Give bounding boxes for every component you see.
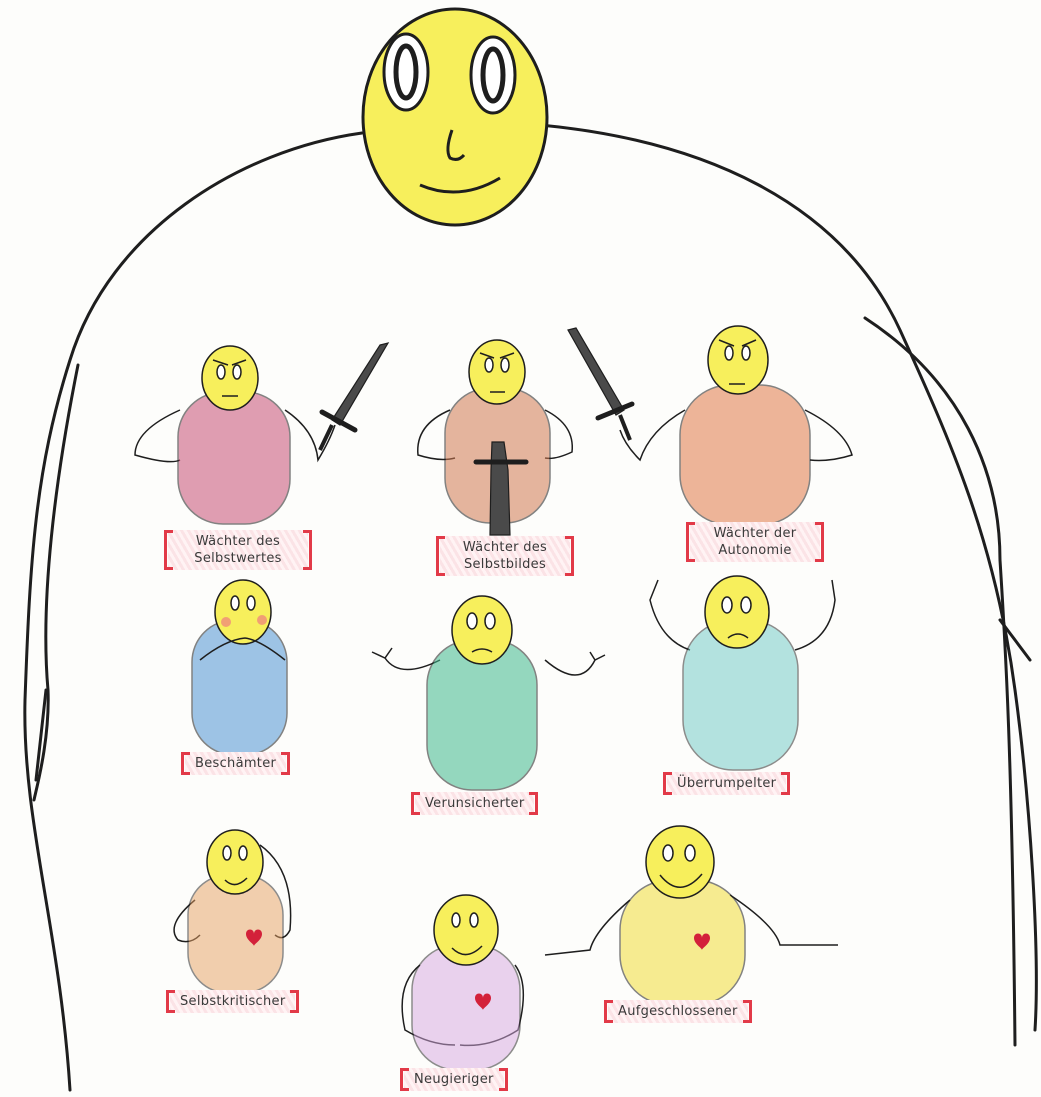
figure-waechter-autonomie	[568, 326, 852, 525]
label-waechter-autonomie: Wächter der Autonomie	[690, 522, 820, 562]
figure-selbstkritischer	[174, 830, 291, 993]
figure-beschaemter	[192, 580, 287, 755]
figure-aufgeschlossener	[545, 826, 838, 1005]
sword-icon	[320, 343, 388, 450]
outer-arm-right	[865, 318, 1015, 1045]
outer-body-outline-right	[540, 125, 1036, 1030]
label-waechter-selbstbild: Wächter des Selbstbildes	[440, 536, 570, 576]
label-ueberrumpelter: Überrumpelter	[667, 772, 786, 795]
outer-person	[25, 125, 1036, 1090]
sword-icon	[568, 328, 632, 440]
outer-head	[363, 9, 547, 225]
figure-verunsicherter	[372, 596, 605, 790]
label-selbstkritischer: Selbstkritischer	[170, 990, 295, 1013]
label-waechter-selbstwert: Wächter des Selbstwertes	[168, 530, 308, 570]
label-neugieriger: Neugieriger	[404, 1068, 504, 1091]
figure-waechter-selbstwert	[135, 343, 388, 524]
figure-neugieriger	[402, 895, 523, 1070]
label-beschaemter: Beschämter	[185, 752, 286, 775]
figure-ueberrumpelter	[650, 576, 835, 770]
figure-waechter-selbstbild	[418, 340, 573, 535]
label-aufgeschlossener: Aufgeschlossener	[608, 1000, 748, 1023]
label-verunsicherter: Verunsicherter	[415, 792, 534, 815]
